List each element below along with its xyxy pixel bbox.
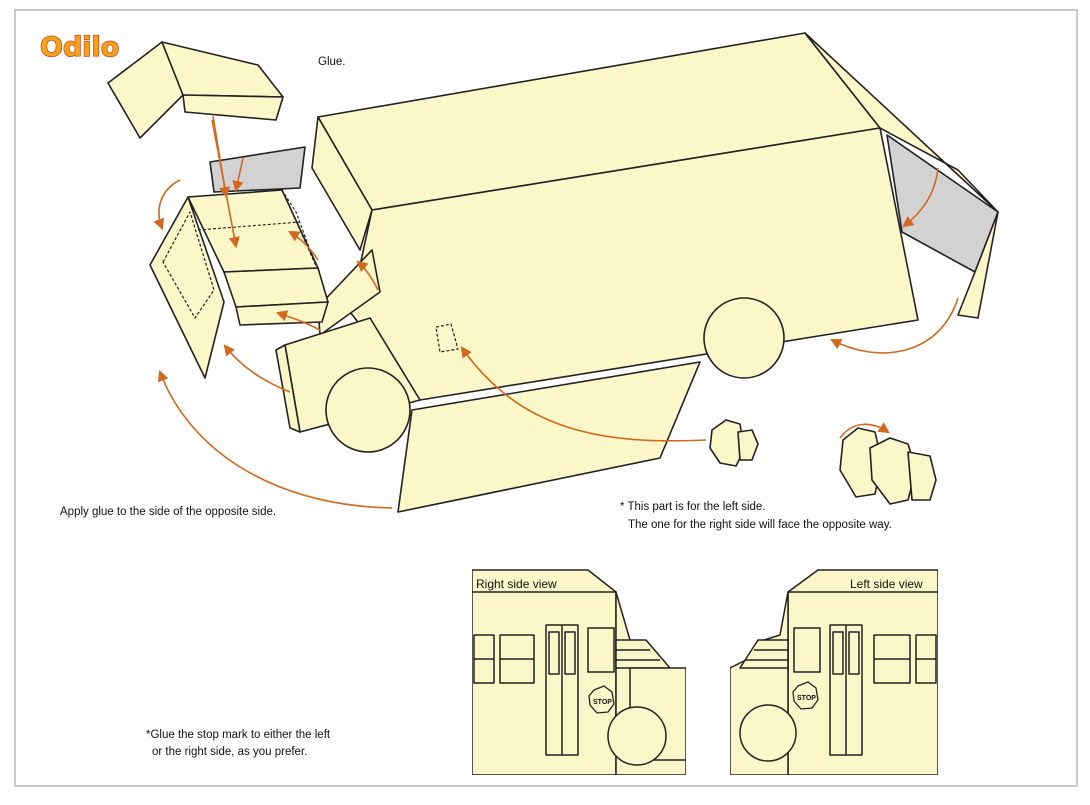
cab-box-front bbox=[224, 268, 328, 307]
right-side-view-label: Right side view bbox=[476, 577, 557, 591]
svg-text:STOP: STOP bbox=[593, 699, 612, 706]
stop-note-line1: *Glue the stop mark to either the left bbox=[146, 729, 331, 741]
left-part-note-line1: * This part is for the left side. bbox=[620, 501, 766, 513]
rear-wheel bbox=[704, 298, 784, 378]
glue-label: Glue. bbox=[318, 56, 346, 68]
apply-glue-note: Apply glue to the side of the opposite s… bbox=[60, 506, 276, 518]
front-wheel bbox=[326, 368, 410, 452]
svg-text:STOP: STOP bbox=[797, 695, 816, 702]
left-side-view-label: Left side view bbox=[850, 577, 923, 591]
left-part-note-line2: The one for the right side will face the… bbox=[628, 519, 892, 531]
cab-box-base bbox=[236, 302, 328, 325]
odilo-logo: Odilo bbox=[40, 32, 119, 63]
stop-note-line2: or the right side, as you prefer. bbox=[152, 746, 307, 758]
